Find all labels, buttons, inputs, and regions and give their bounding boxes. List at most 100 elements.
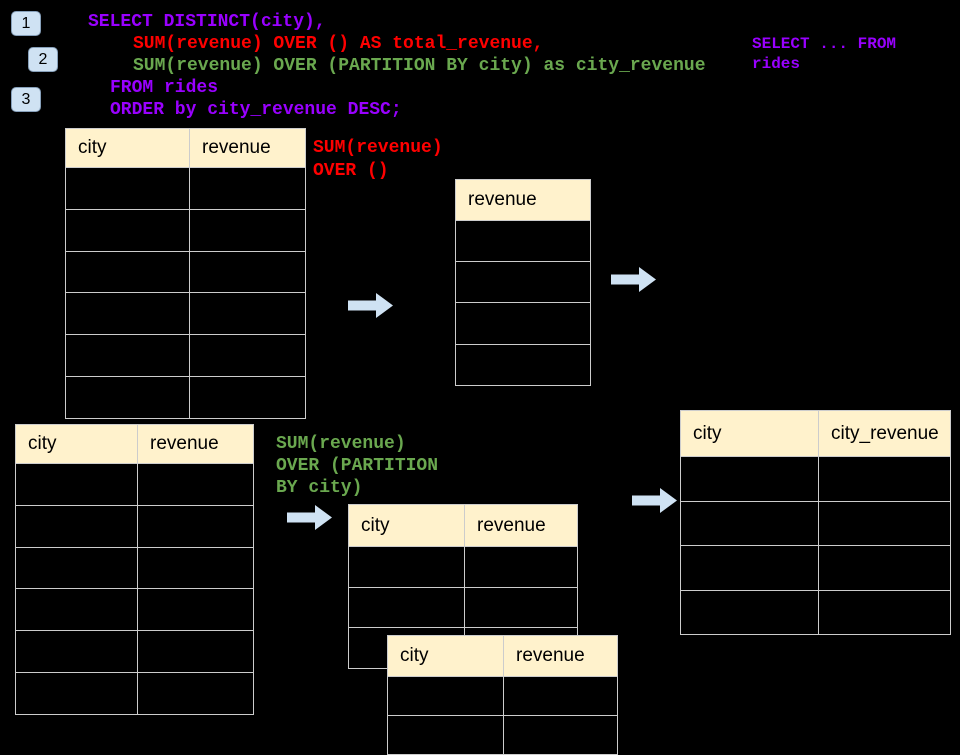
table-cell [66,210,189,251]
column-header: revenue [503,636,617,676]
table-cell [189,293,305,335]
table-row [681,456,950,501]
table-row [66,334,305,376]
arrow-shape [348,293,393,318]
code-line: BY city) [276,478,363,498]
table-cell [818,546,950,590]
table-cell [137,464,253,505]
table-cell [681,502,818,546]
table-cell [681,457,818,501]
table-row [456,302,590,343]
code-line: SUM(revenue) OVER () AS total_revenue, [133,34,544,54]
table-cell [137,672,253,714]
table-cell [456,303,590,343]
arrow-shape [611,267,656,292]
table-cell [137,547,253,589]
table-cell [189,209,305,251]
code-line: rides [752,55,801,73]
table-row [681,545,950,590]
table-row [66,292,305,335]
table-cell [137,631,253,672]
step-badge-2: 2 [28,47,58,72]
table-cell [503,716,617,754]
table-cell [16,548,137,589]
column-header: revenue [456,180,590,220]
column-header: city [349,505,464,546]
table-cell [349,588,464,628]
table-cell [456,262,590,302]
table-cell [66,168,189,209]
column-header: city [681,411,818,456]
flow-arrow-icon [611,267,656,292]
flow-arrow-icon [348,293,393,318]
flow-arrow-icon [287,505,332,530]
table-cell [16,673,137,714]
column-header: city [16,425,137,463]
code-line: OVER (PARTITION [276,456,439,476]
table-cell [818,457,950,501]
step-badge-1: 1 [11,11,41,36]
column-header: revenue [189,129,305,167]
code-line: SUM(revenue) [276,434,406,454]
code-line: OVER () [313,161,389,181]
table-cell [464,587,577,628]
step-badge-3: 3 [11,87,41,112]
table-row [66,250,305,293]
table-cell [818,590,950,634]
table-row [66,375,305,418]
table-cell [16,589,137,630]
table-cell [189,335,305,376]
table-cell [189,376,305,418]
table-cell [456,345,590,385]
table-row [16,546,253,589]
sql-query-code: SELECT DISTINCT(city),SUM(revenue) OVER … [88,11,706,121]
table-cell [503,677,617,715]
table-row [349,586,577,628]
arrow-shape [632,488,677,513]
table-row [16,504,253,547]
table-cell [16,631,137,672]
code-line: SUM(revenue) OVER (PARTITION BY city) as… [133,56,706,76]
table-cell [137,589,253,631]
table-row [66,208,305,251]
table-cell [818,501,950,545]
table-row [388,715,617,754]
table-cell [16,506,137,547]
table-cell [16,464,137,505]
arrow-shape [287,505,332,530]
table-total-revenue-result: revenue [455,179,591,386]
flow-arrow-icon [632,488,677,513]
table-row [16,463,253,505]
table-row [16,630,253,672]
code-line: SELECT DISTINCT(city), [88,12,326,32]
table-cell [66,252,189,293]
column-header: city_revenue [818,411,950,456]
table-cell [681,591,818,635]
table-row [456,261,590,302]
table-cell [189,168,305,209]
total-revenue-annotation: SUM(revenue) OVER () [313,137,443,183]
table-row [16,671,253,714]
table-row [388,676,617,715]
table-row [349,546,577,587]
table-cell [349,547,464,587]
code-line: FROM rides [110,78,219,98]
table-header-row: revenue [456,180,590,220]
table-cell [189,251,305,293]
table-cell [681,546,818,590]
table-cell [388,716,503,754]
code-line: SUM(revenue) [313,138,443,158]
table-cell [388,677,503,715]
code-line: ORDER by city_revenue DESC; [110,100,402,120]
column-header: city [66,129,189,167]
table-row [66,167,305,209]
table-cell [464,547,577,587]
